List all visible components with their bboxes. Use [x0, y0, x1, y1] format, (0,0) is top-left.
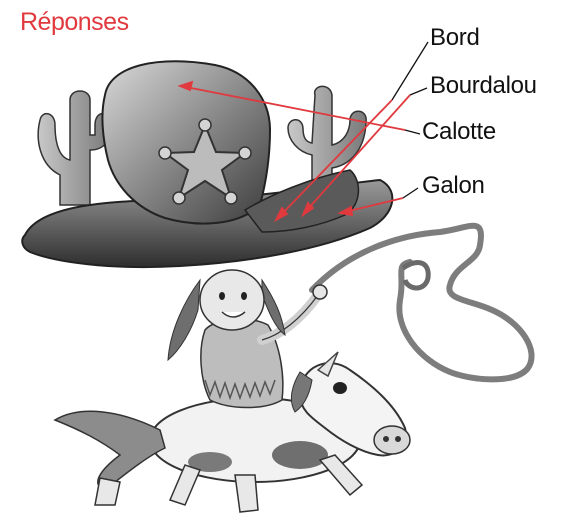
girl-face	[200, 270, 264, 330]
lasso-rope	[312, 226, 532, 380]
pony-tail	[55, 411, 165, 490]
leader-galon	[403, 188, 418, 198]
label-bourdalou: Bourdalou	[430, 72, 537, 100]
leader-calotte	[405, 130, 420, 134]
leader-bourdalou	[410, 88, 427, 95]
label-galon: Galon	[422, 172, 485, 200]
label-calotte: Calotte	[422, 118, 496, 146]
leader-bord	[392, 42, 428, 100]
label-bord: Bord	[430, 24, 480, 52]
page-title: Réponses	[20, 8, 129, 37]
cactus-left	[38, 91, 110, 205]
